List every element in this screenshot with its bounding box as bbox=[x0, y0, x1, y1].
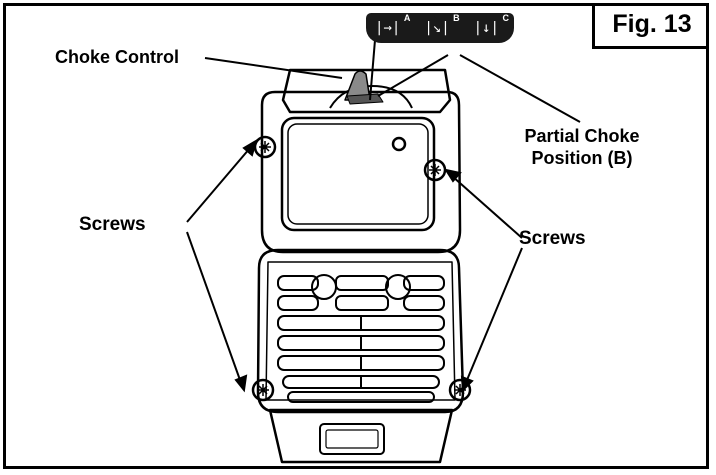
choke-position-c: |↓|C bbox=[473, 13, 509, 36]
tray-handle bbox=[319, 423, 385, 455]
partial-choke-label: Partial Choke Position (B) bbox=[524, 126, 640, 168]
indicator-hole bbox=[391, 136, 407, 152]
screws-left-label: Screws bbox=[79, 214, 146, 235]
screw-bottom-right bbox=[448, 378, 472, 402]
filter-window bbox=[280, 116, 436, 232]
screw-bottom-left bbox=[251, 378, 275, 402]
bottom-tray bbox=[268, 408, 454, 464]
figure-frame bbox=[3, 3, 709, 469]
choke-position-a: |→|A bbox=[375, 13, 411, 36]
top-cap bbox=[281, 68, 452, 114]
grille bbox=[277, 274, 445, 403]
screws-right-label: Screws bbox=[519, 228, 586, 249]
figure-label: Fig. 13 bbox=[592, 3, 709, 49]
choke-position-strip: |→|A |↘|B |↓|C bbox=[366, 13, 514, 43]
choke-position-b: |↘|B bbox=[424, 13, 460, 36]
screw-top-left bbox=[253, 135, 277, 159]
choke-knob bbox=[344, 70, 371, 101]
choke-control-label: Choke Control bbox=[55, 47, 179, 67]
